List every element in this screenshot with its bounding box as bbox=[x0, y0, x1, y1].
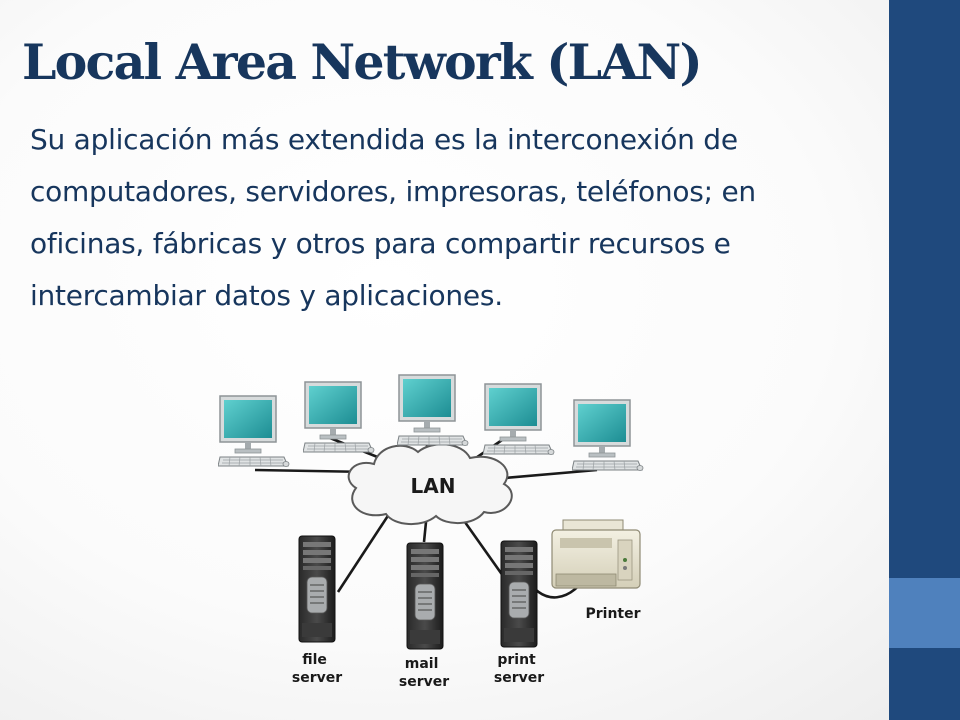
slide-body-text: Su aplicación más extendida es la interc… bbox=[30, 123, 756, 312]
workstation-5 bbox=[572, 399, 644, 472]
workstation-4 bbox=[483, 383, 555, 456]
print-server-label: print server bbox=[494, 652, 544, 686]
file-server-tower bbox=[298, 535, 336, 643]
side-bar-accent bbox=[889, 578, 960, 648]
workstation-3 bbox=[397, 374, 469, 447]
workstation-1 bbox=[218, 395, 290, 468]
printer-device bbox=[551, 519, 641, 589]
file-server-label: file server bbox=[292, 652, 342, 686]
link-file-server bbox=[336, 507, 395, 593]
mail-server-tower bbox=[406, 542, 444, 650]
mail-server-label: mail server bbox=[399, 656, 449, 690]
lan-cloud: LAN bbox=[347, 443, 513, 525]
slide-title: Local Area Network (LAN) bbox=[22, 33, 703, 91]
printer-label: Printer bbox=[585, 606, 640, 622]
lan-hub-label: LAN bbox=[411, 474, 456, 498]
print-server-tower bbox=[500, 540, 538, 648]
link-workstation-5 bbox=[504, 468, 598, 480]
